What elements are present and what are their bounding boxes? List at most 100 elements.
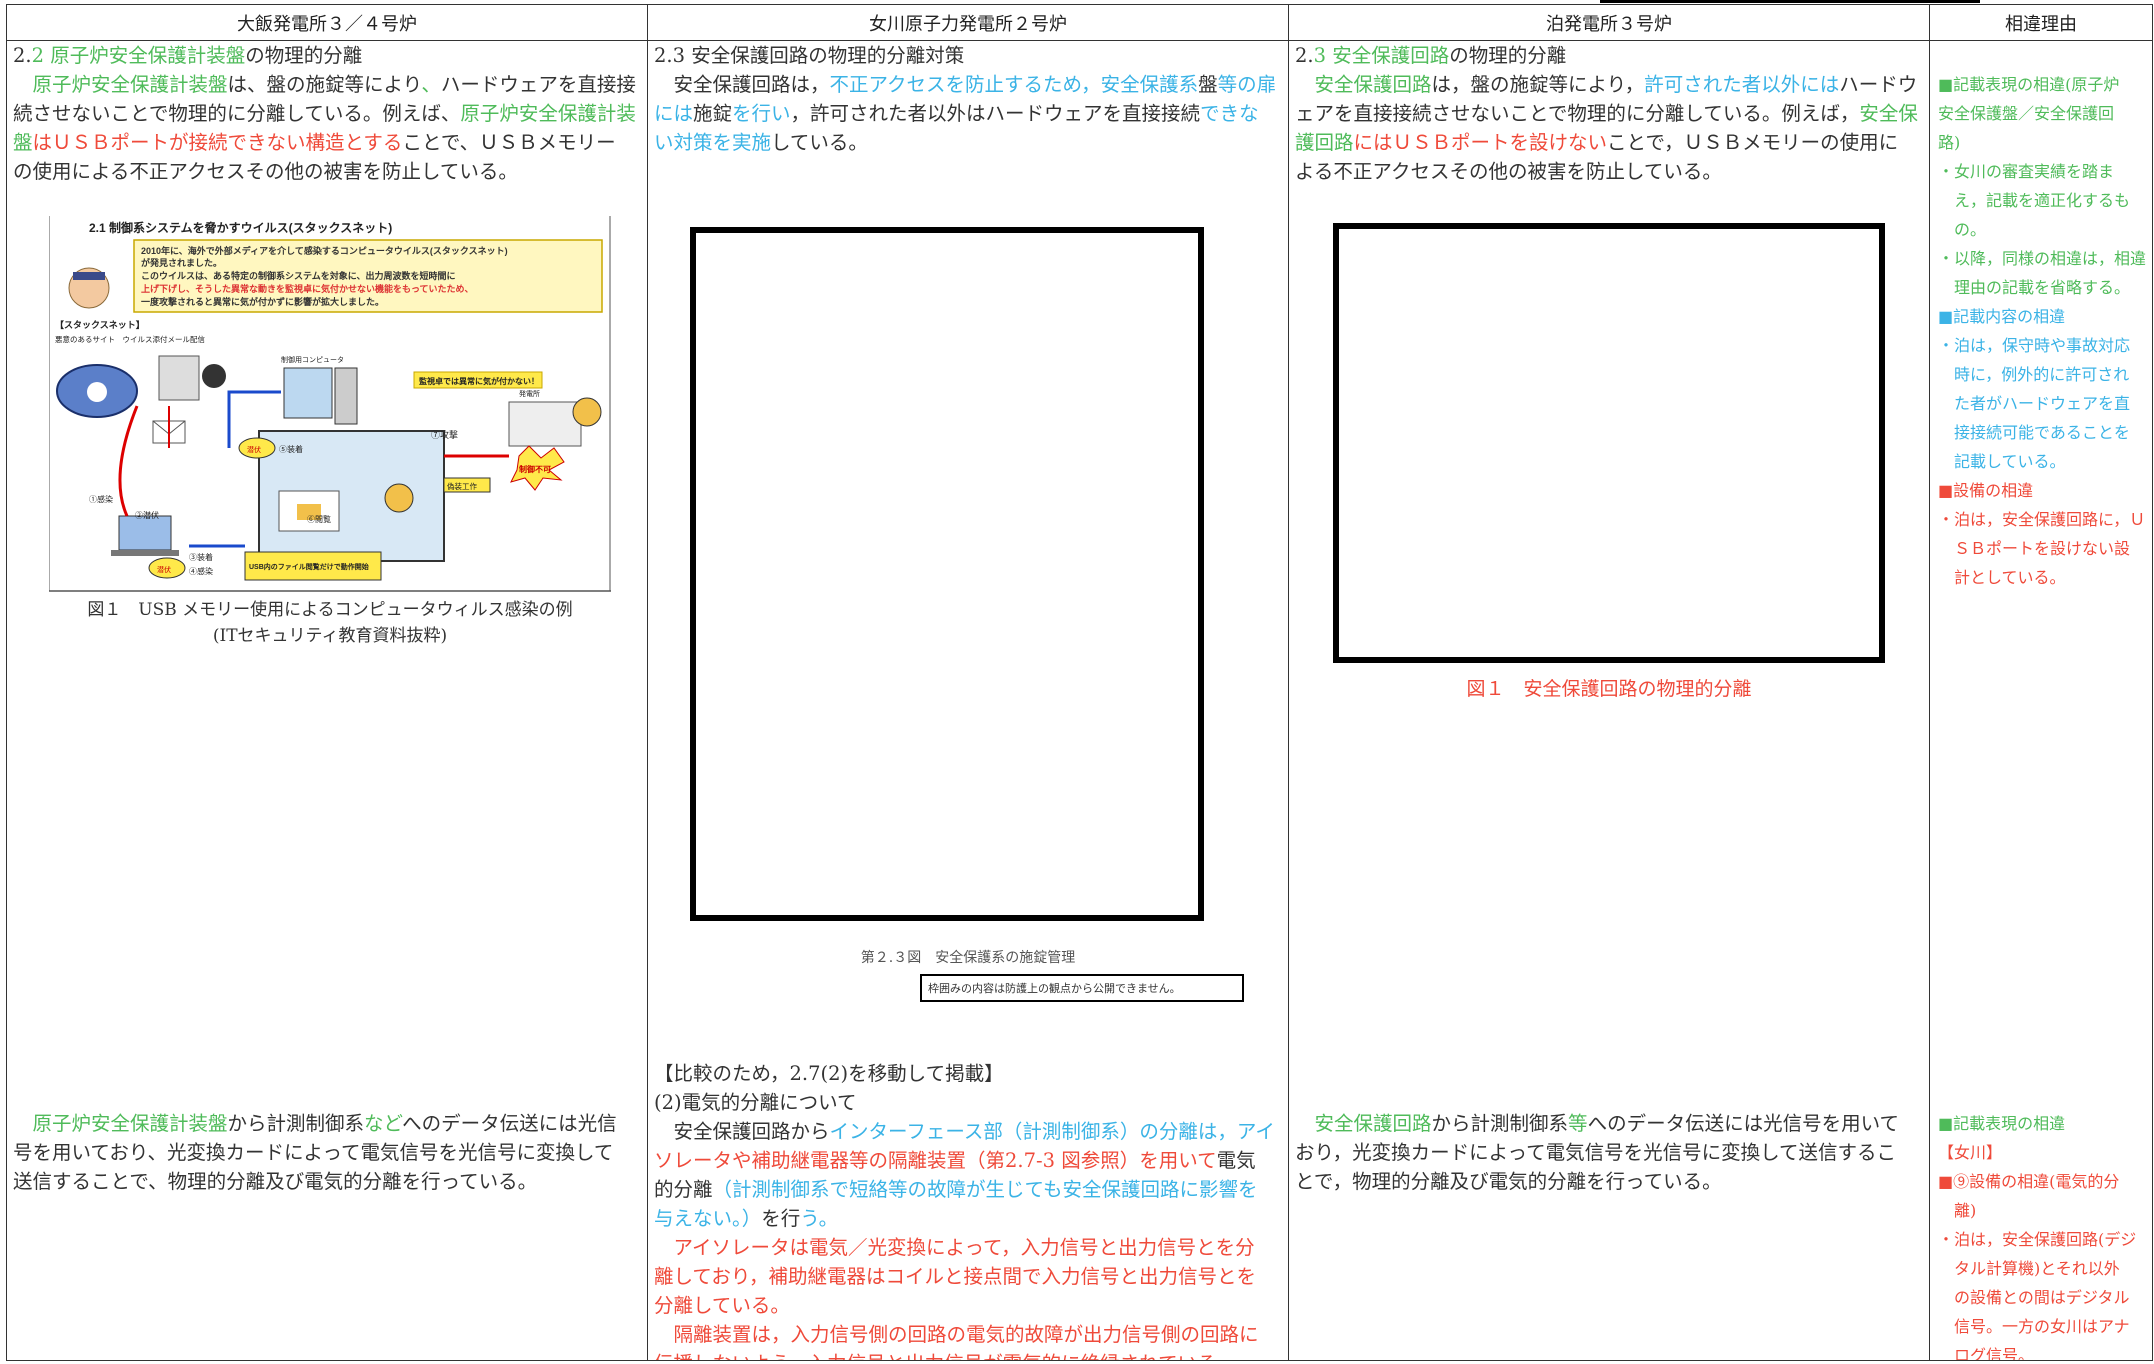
fig-label-stuxnet: 【スタックスネット】 xyxy=(55,319,145,330)
col2-heading: 2.3 安全保護回路の物理的分離対策 xyxy=(654,44,965,67)
reason-line: え，記載を適正化するも xyxy=(1938,186,2152,215)
text-segment: （計測制御系で短絡等の故障が生じても安全保護回路に影響を xyxy=(712,1178,1258,1201)
text-segment: ■設備の相違 xyxy=(1938,481,2034,500)
text-segment: とで，物理的分離及び電気的分離を行っている。 xyxy=(1295,1170,1722,1193)
fig-label-site: 悪意のあるサイト ウイルス添付メール配信 xyxy=(55,334,205,344)
text-segment: の使用による不正アクセスその他の被害を防止している。 xyxy=(13,160,518,183)
text-segment: 記載している。 xyxy=(1938,452,2066,471)
reason-line: ・女川の審査実績を踏ま xyxy=(1938,157,2152,186)
text-line: い対策を実施している。 xyxy=(654,128,1286,157)
text-segment: できな xyxy=(1200,102,1259,125)
reason-block-2: ■記載表現の相違【女川】■⑨設備の相違(電気的分 離)・泊は，安全保護回路(デジ… xyxy=(1938,1109,2152,1360)
text-segment: など xyxy=(364,1112,403,1135)
reason-line: の。 xyxy=(1938,215,2152,244)
text-segment: 時に，例外的に許可され xyxy=(1938,365,2130,384)
col1-paragraph-1: 原子炉安全保護計装盤は、盤の施錠等により、ハードウェアを直接接続させないことで物… xyxy=(13,70,643,186)
arrow-attach xyxy=(227,390,281,448)
header-tomari: 泊発電所３号炉 xyxy=(1288,4,1930,41)
text-segment: ・泊は，安全保護回路に，Ｕ xyxy=(1938,510,2146,529)
reason-line: ・泊は，安全保護回路(デジ xyxy=(1938,1225,2152,1254)
col2-moved-note: 【比較のため，2.7(2)を移動して掲載】 xyxy=(654,1062,1004,1085)
text-segment: 計としている。 xyxy=(1938,568,2066,587)
text-segment: い対策を実施 xyxy=(654,131,772,154)
reason-line: 路) xyxy=(1938,128,2152,157)
stuxnet-figure: 2.1 制御系システムを脅かすウイルス(スタックスネット) 2010年に、海外で… xyxy=(48,216,611,592)
text-segment xyxy=(13,73,33,96)
reason-line: 計としている。 xyxy=(1938,563,2152,592)
fig-box-line-5: 一度攻撃されると異常に気が付かずに影響が拡大しました。 xyxy=(141,296,384,307)
text-segment: 離しており，補助継電器はコイルと接点間で入力信号と出力信号とを xyxy=(654,1265,1256,1288)
text-segment: 盤 xyxy=(13,131,33,154)
text-segment: から計測制御系 xyxy=(1431,1112,1569,1135)
text-segment: ・女川の審査実績を踏ま xyxy=(1938,162,2115,181)
fig-label-ctrl: 制御用コンピュータ xyxy=(281,355,344,364)
reason-line: ■記載表現の相違(原子炉 xyxy=(1938,70,2152,99)
text-segment: た者がハードウェアを直 xyxy=(1938,394,2131,413)
no-control-burst xyxy=(510,445,565,491)
body-row: 2.2 原子炉安全保護計装盤の物理的分離 原子炉安全保護計装盤は、盤の施錠等によ… xyxy=(6,40,2153,1361)
redacted-figure-frame-onagawa xyxy=(690,227,1204,921)
fig-label-hide1: 潜伏 xyxy=(247,445,261,454)
text-segment: 続させないことで物理的に分離している。例えば、 xyxy=(13,102,461,125)
arrow-infect xyxy=(118,405,139,517)
text-segment: はＵＳＢポートが接続できない構造とする xyxy=(32,131,403,154)
column-onagawa: 2.3 安全保護回路の物理的分離対策 安全保護回路は，不正アクセスを防止するため… xyxy=(647,40,1289,1361)
reason-line: 【女川】 xyxy=(1938,1138,2152,1167)
text-segment: 隔離装置は，入力信号側の回路の電気的故障が出力信号側の回路に xyxy=(654,1323,1259,1346)
text-segment: 送信することで、物理的分離及び電気的分離を行っている。 xyxy=(13,1170,538,1193)
col2-redaction-note: 枠囲みの内容は防護上の観点から公開できません。 xyxy=(920,974,1244,1002)
reason-line: 安全保護盤／安全保護回 xyxy=(1938,99,2152,128)
reason-line: ■設備の相違 xyxy=(1938,476,2152,505)
reason-line: の設備との間はデジタル xyxy=(1938,1283,2152,1312)
server-icon xyxy=(158,355,200,401)
header-reason: 相違理由 xyxy=(1929,4,2153,41)
text-line: ェアを直接接続させないことで物理的に分離している。例えば，安全保 xyxy=(1295,99,1927,128)
text-line: には施錠を行い，許可された者以外はハードウェアを直接接続できな xyxy=(654,99,1286,128)
fig-box-line-4: 上げ下げし、そうした異常な動きを監視卓に気付かせない機能をもっていたため、 xyxy=(141,283,474,294)
col1-paragraph-2: 原子炉安全保護計装盤から計測制御系などへのデータ伝送には光信号を用いており、光変… xyxy=(13,1109,643,1196)
fig-label-1: ①感染 xyxy=(89,494,113,504)
col3-paragraph-2: 安全保護回路から計測制御系等へのデータ伝送には光信号を用いており，光変換カードに… xyxy=(1295,1109,1927,1196)
text-line: 安全保護回路は，不正アクセスを防止するため，安全保護系盤等の扉 xyxy=(654,70,1286,99)
reason-line: 信号。一方の女川はアナ xyxy=(1938,1312,2152,1341)
text-segment: 路) xyxy=(1938,133,1961,152)
text-line: 続させないことで物理的に分離している。例えば、原子炉安全保護計装 xyxy=(13,99,643,128)
text-segment: 伝播しないよう，入力信号と出力信号が電気的に絶縁されている。 xyxy=(654,1352,1236,1360)
column-reason: ■記載表現の相違(原子炉安全保護盤／安全保護回路) ・女川の審査実績を踏ま え，記… xyxy=(1929,40,2153,1361)
text-line: の使用による不正アクセスその他の被害を防止している。 xyxy=(13,157,643,186)
text-segment: 安全保護回路から xyxy=(654,1120,830,1143)
text-segment: 離) xyxy=(1938,1201,1977,1220)
reason-line: ・以降，同様の相違は，相違 xyxy=(1938,244,2152,273)
fig-label-noctrl: 制御不可 xyxy=(519,464,551,474)
virus-icon xyxy=(384,483,414,513)
stuxnet-diagram: 2.1 制御系システムを脅かすウイルス(スタックスネット) 2010年に、海外で… xyxy=(48,216,611,592)
text-segment: アイソレータは電気／光変換によって，入力信号と出力信号とを分 xyxy=(654,1236,1255,1259)
text-segment: え，記載を適正化するも xyxy=(1938,191,2131,210)
text-line: ソレータや補助継電器等の隔離装置（第2.7-3 図参照）を用いて電気 xyxy=(654,1146,1286,1175)
text-segment: ・泊は，保守時や事故対応 xyxy=(1938,336,2131,355)
control-computer-icon xyxy=(283,367,333,419)
text-segment: ■記載表現の相違(原子炉 xyxy=(1938,75,2120,94)
text-segment: 原子炉安全保護計装盤 xyxy=(32,73,228,96)
text-line: 護回路にはＵＳＢポートを設けないことで，ＵＳＢメモリーの使用に xyxy=(1295,128,1927,157)
text-line: 離しており，補助継電器はコイルと接点間で入力信号と出力信号とを xyxy=(654,1262,1286,1291)
col1-heading: 2.2 原子炉安全保護計装盤の物理的分離 xyxy=(13,44,363,67)
text-segment: インターフェース部（計測制御系）の分離は，アイ xyxy=(829,1120,1275,1143)
text-segment: 理由の記載を省略する。 xyxy=(1938,278,2131,297)
comparison-table: 大飯発電所３／４号炉 女川原子力発電所２号炉 泊発電所３号炉 相違理由 2.2 … xyxy=(6,4,2153,1361)
text-segment xyxy=(1295,1112,1315,1135)
reason-block-1: ■記載表現の相違(原子炉安全保護盤／安全保護回路) ・女川の審査実績を踏ま え，記… xyxy=(1938,70,2152,592)
fig-box-line-3: このウイルスは、ある特定の制御系システムを対象に、出力周波数を短時間に xyxy=(141,270,455,281)
text-segment: ェアを直接接続させないことで物理的に分離している。例えば， xyxy=(1295,102,1860,125)
reason-line: ■記載表現の相違 xyxy=(1938,1109,2152,1138)
fig1-source: (ITセキュリティ教育資料抜粋) xyxy=(212,626,448,646)
text-line: 盤はＵＳＢポートが接続できない構造とすることで、ＵＳＢメモリー xyxy=(13,128,643,157)
fig-label-5: ⑤装着 xyxy=(279,444,303,454)
fig-label-6: ⑥閲覧 xyxy=(307,514,331,524)
fig1-caption: 図１ USB メモリー使用によるコンピュータウィルス感染の例 xyxy=(87,600,573,620)
text-segment: 、 xyxy=(421,73,441,96)
text-segment: 盤 xyxy=(1198,73,1218,96)
column-ohi: 2.2 原子炉安全保護計装盤の物理的分離 原子炉安全保護計装盤は、盤の施錠等によ… xyxy=(6,40,648,1361)
text-segment: 【女川】 xyxy=(1938,1143,2003,1162)
reason-line: 接接続可能であることを xyxy=(1938,418,2152,447)
